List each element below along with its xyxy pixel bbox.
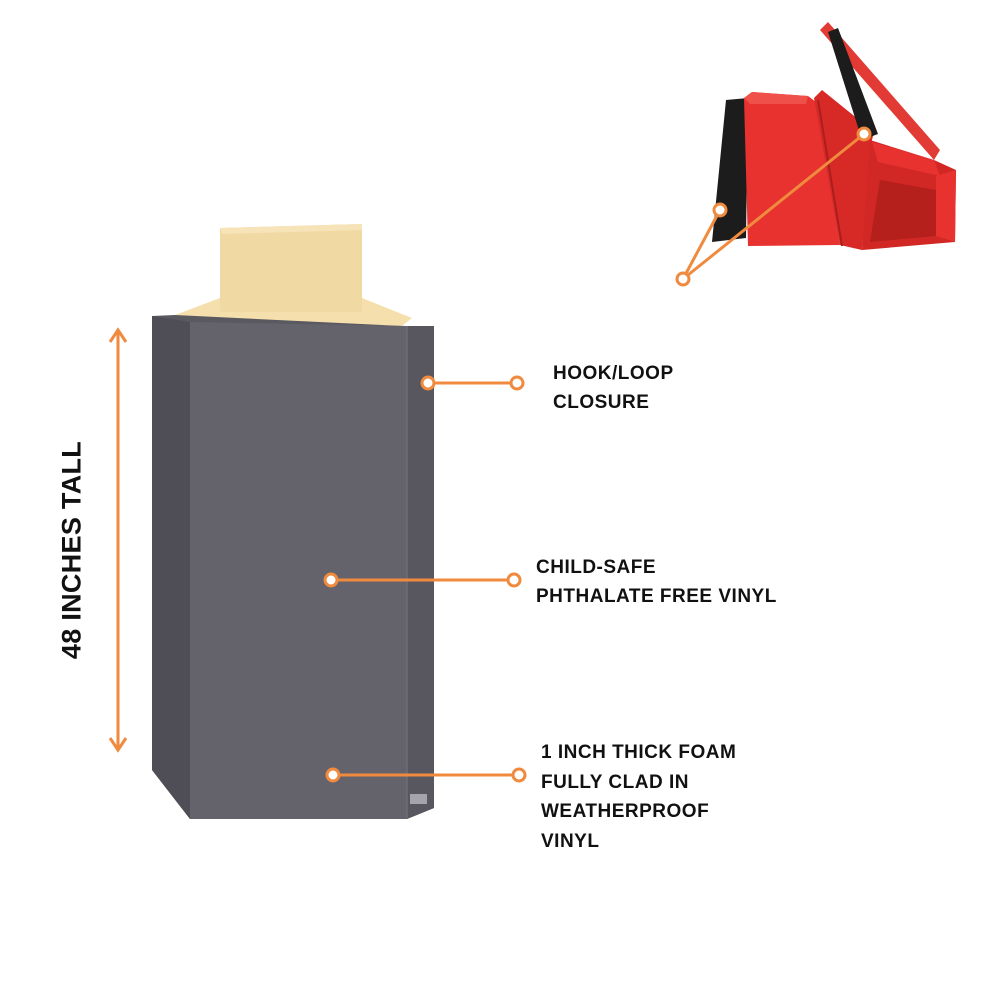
height-arrow — [108, 327, 128, 753]
callout-foam-line-2: FULLY CLAD IN — [541, 771, 689, 793]
callout-hook-loop: HOOK/LOOP CLOSURE — [553, 359, 674, 417]
callout-dot — [323, 572, 339, 588]
callout-foam-line — [325, 767, 527, 783]
callout-dot — [325, 767, 341, 783]
callout-foam: 1 INCH THICK FOAM FULLY CLAD IN WEATHERP… — [541, 738, 736, 856]
callout-dot — [509, 375, 525, 391]
height-label: 48 INCHES TALL — [56, 440, 87, 660]
wooden-post — [175, 224, 412, 326]
callout-foam-line-1: 1 INCH THICK FOAM — [541, 742, 737, 763]
callout-foam-line-4: VINYL — [541, 830, 600, 852]
callout-hook-line — [420, 375, 525, 391]
callout-dot — [511, 767, 527, 783]
callout-dot — [420, 375, 436, 391]
callout-child-safe-line-2: PHTHALATE FREE VINYL — [536, 586, 777, 607]
callout-child-safe-line-1: CHILD-SAFE — [536, 557, 657, 578]
callout-hook-line-2: CLOSURE — [553, 392, 650, 413]
callout-dot — [856, 126, 872, 142]
callout-foam-line-3: WEATHERPROOF — [541, 801, 710, 822]
inset-red-pad — [675, 22, 956, 287]
callout-dot — [712, 202, 728, 218]
callout-vinyl-line — [323, 572, 522, 588]
callout-child-safe: CHILD-SAFE PHTHALATE FREE VINYL — [536, 553, 777, 611]
pad-tag — [410, 794, 427, 804]
gray-post-pad — [152, 315, 434, 819]
callout-hook-line-1: HOOK/LOOP — [553, 363, 674, 384]
callout-dot — [506, 572, 522, 588]
callout-dot — [675, 271, 691, 287]
